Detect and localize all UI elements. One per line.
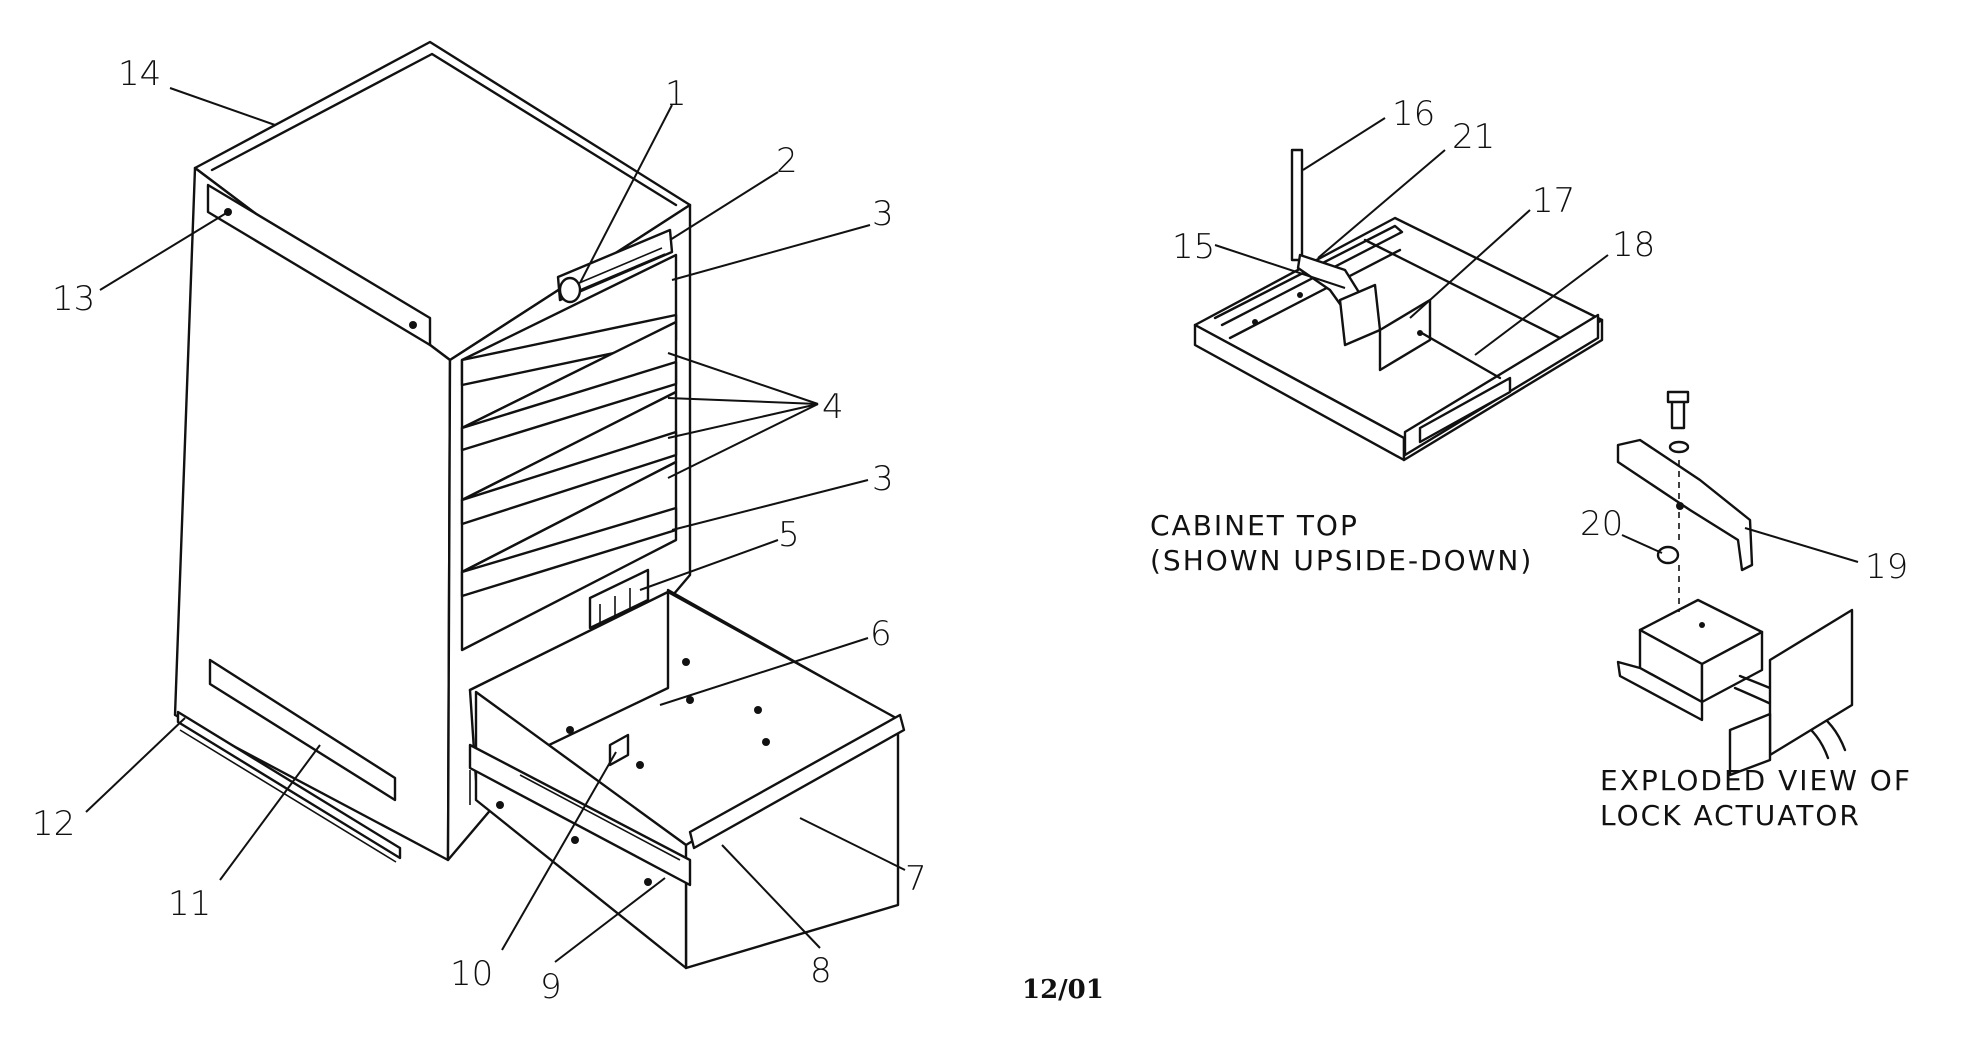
captions: CABINET TOP (SHOWN UPSIDE-DOWN) EXPLODED… xyxy=(1022,509,1912,1005)
callout-11: 11 xyxy=(168,884,211,924)
lock-bracket xyxy=(1378,298,1432,372)
lock-link-rod xyxy=(1418,330,1502,380)
drawer-handle-rail xyxy=(688,713,906,850)
callout-5: 5 xyxy=(778,515,800,555)
callout-16: 16 xyxy=(1392,94,1435,134)
callout-12: 12 xyxy=(32,804,75,844)
actuator-bolt xyxy=(1670,398,1686,430)
inset-leaders xyxy=(1214,117,1609,356)
actuator-washer xyxy=(1668,440,1690,454)
callout-3-top: 3 xyxy=(872,194,894,234)
callout-6: 6 xyxy=(870,614,892,654)
lock-cylinder xyxy=(558,276,582,304)
callout-21: 21 xyxy=(1452,117,1495,157)
actuator-arm xyxy=(1616,438,1754,572)
date-code: 12/01 xyxy=(1022,975,1104,1005)
upper-drawers xyxy=(460,253,678,652)
callout-13: 13 xyxy=(52,279,95,319)
inset-logo-plate xyxy=(1418,376,1512,444)
caption-cabinet-top-line1: CABINET TOP xyxy=(1150,509,1359,542)
lock-rod xyxy=(1290,148,1304,262)
callout-labels: 1 2 3 4 3 5 6 7 8 9 10 11 12 13 14 15 16… xyxy=(32,54,1908,1007)
lock-actuator-exploded xyxy=(1616,390,1854,777)
side-handle-top xyxy=(206,183,432,347)
callout-17: 17 xyxy=(1532,181,1575,221)
callout-15: 15 xyxy=(1172,227,1215,267)
callout-20: 20 xyxy=(1580,504,1623,544)
callout-19: 19 xyxy=(1865,547,1908,587)
callout-2: 2 xyxy=(776,141,798,181)
drawer-clip xyxy=(608,733,630,767)
actuator-nut xyxy=(1656,545,1680,565)
caption-lock-line2: LOCK ACTUATOR xyxy=(1600,799,1861,832)
slide-bracket xyxy=(588,568,650,630)
callout-7: 7 xyxy=(905,859,927,899)
side-handle-bottom xyxy=(208,658,397,802)
callout-3-lower: 3 xyxy=(872,459,894,499)
callout-8: 8 xyxy=(810,951,832,991)
caption-cabinet-top-line2: (SHOWN UPSIDE-DOWN) xyxy=(1150,544,1533,577)
callout-10: 10 xyxy=(450,954,493,994)
callout-4: 4 xyxy=(822,387,844,427)
actuator-leaders xyxy=(1621,527,1859,563)
base-rail xyxy=(176,710,402,860)
callout-14: 14 xyxy=(118,54,161,94)
main-leaders xyxy=(85,87,906,963)
caption-lock-line1: EXPLODED VIEW OF xyxy=(1600,764,1912,797)
callout-9: 9 xyxy=(540,967,562,1007)
callout-18: 18 xyxy=(1612,225,1655,265)
callout-1: 1 xyxy=(665,74,687,114)
